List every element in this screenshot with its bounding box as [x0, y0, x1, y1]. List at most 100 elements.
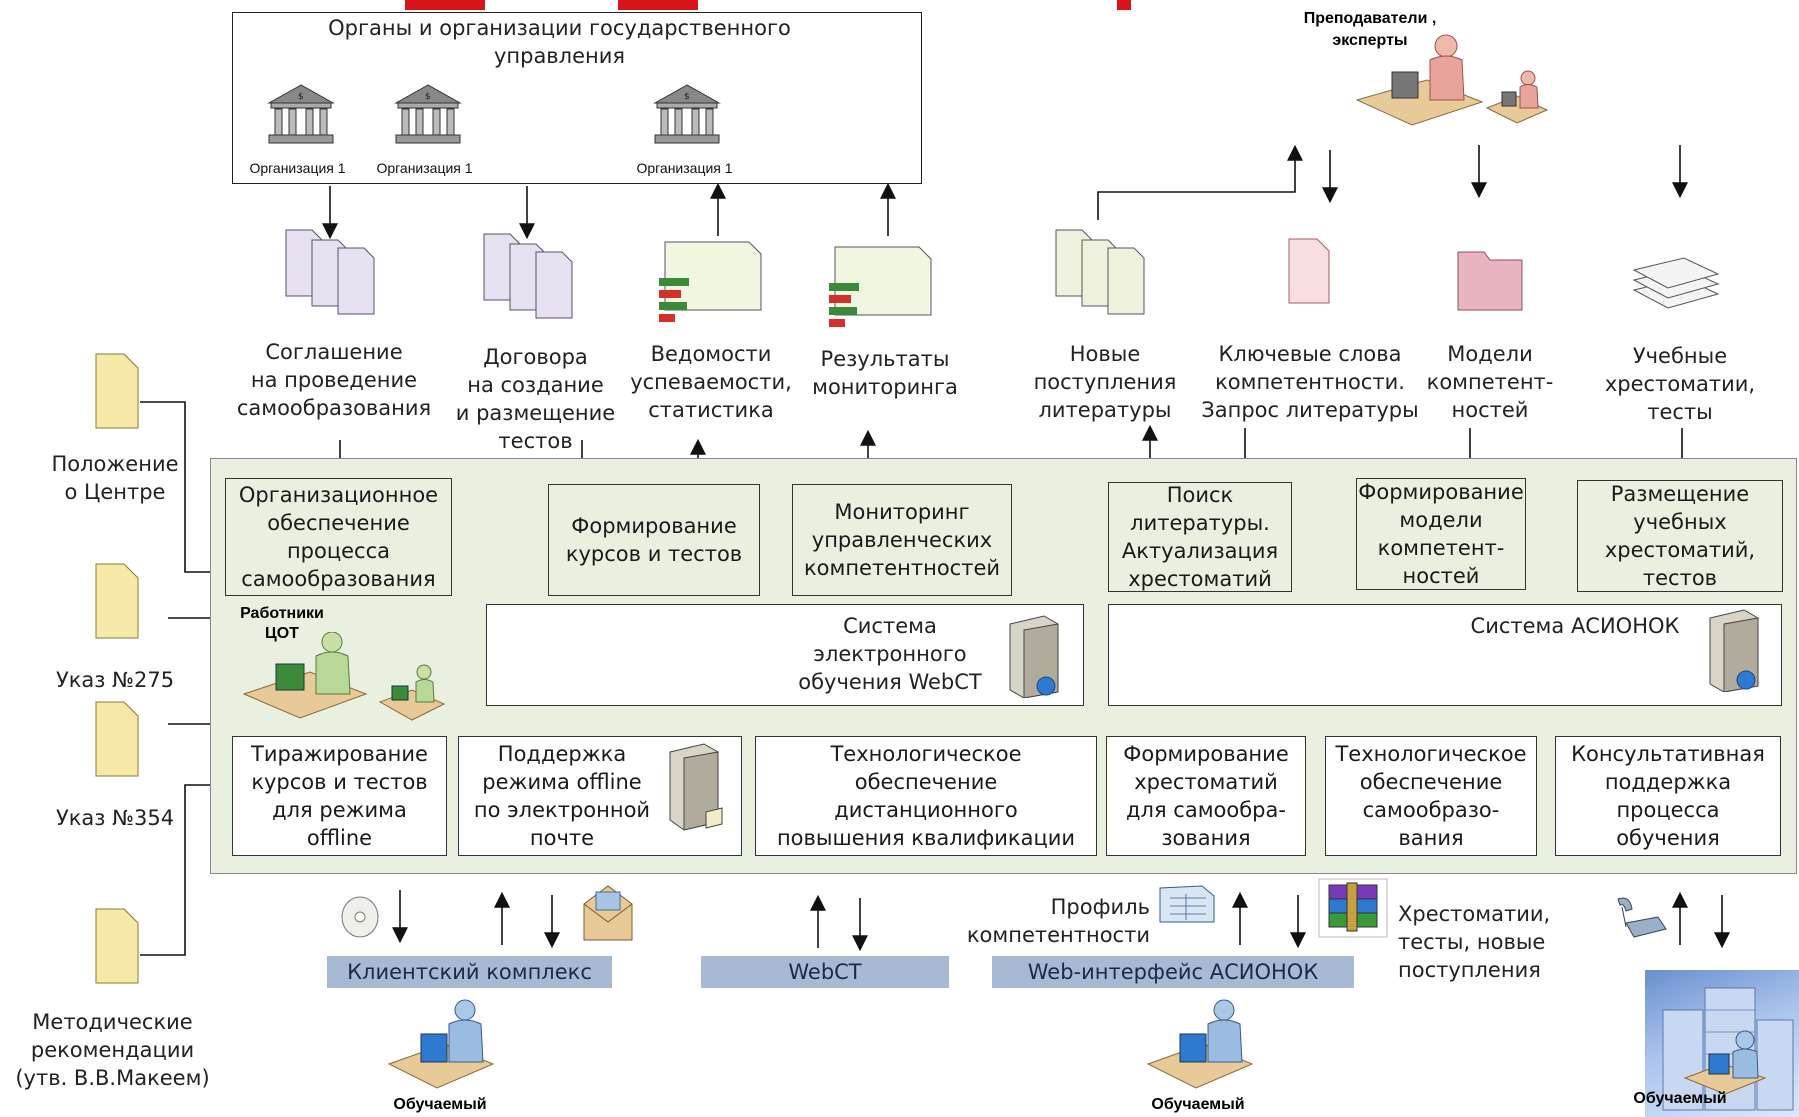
box-line: управленческих [811, 528, 993, 552]
document-icon [95, 353, 139, 429]
box-line: Размещение [1610, 482, 1750, 506]
agreement-line: самообразования [236, 396, 432, 420]
box-line: по электронной [473, 798, 651, 822]
keywords-line: компетентности. [1215, 370, 1405, 394]
statements-label: Ведомости успеваемости, статистика [626, 340, 796, 424]
box-line: режима offline [482, 770, 642, 794]
box-line: Формирование [1123, 742, 1289, 766]
box-line: учебных [1633, 510, 1727, 534]
regulation-label: Положение о Центре [40, 450, 190, 506]
courses-box: Формирование курсов и тестов [548, 484, 760, 596]
system-line: электронного [813, 642, 967, 666]
org-label: Организация 1 [249, 160, 346, 176]
new-literature-line: поступления [1033, 370, 1177, 394]
keywords-line: Ключевые слова [1218, 342, 1402, 366]
web-interface-channel[interactable]: Web-интерфейс АСИОНОК [992, 956, 1354, 988]
papers-stack-icon [1632, 257, 1720, 309]
agreement-label: Соглашение на проведение самообразования [224, 338, 444, 422]
box-line: повышения квалификации [776, 826, 1076, 850]
box-line: зования [1161, 826, 1251, 850]
textbooks-line: Учебные [1632, 344, 1728, 368]
box-line: Консультативная [1571, 742, 1765, 766]
box-line: Формирование [571, 514, 737, 538]
box-line: курсов и тестов [565, 542, 743, 566]
server-icon [1709, 609, 1759, 692]
documents-icon [1055, 229, 1145, 315]
folder-icon [1457, 251, 1523, 311]
webct-channel[interactable]: WebCT [701, 956, 949, 988]
document-icon [95, 701, 139, 777]
new-literature-line: литературы [1038, 398, 1172, 422]
bank-icon: $ [267, 84, 335, 144]
box-line: для режима [272, 798, 407, 822]
box-line: ностей [1402, 564, 1480, 588]
workers-label: Работники ЦОТ [222, 604, 342, 644]
box-line: самообразо- [1362, 798, 1500, 822]
box-line: модели [1399, 508, 1483, 532]
bank-icon: $ [394, 84, 462, 144]
box-line: поддержка [1604, 770, 1732, 794]
learner-icon [387, 999, 495, 1089]
box-line: процесса [286, 539, 391, 563]
box-line: вания [1398, 826, 1464, 850]
org-label: Организация 1 [636, 160, 733, 176]
learner-label: Обучаемый [1151, 1096, 1245, 1113]
box-line: компетент- [1377, 536, 1505, 560]
title-fragment [618, 0, 698, 10]
workers-icon [242, 632, 446, 721]
profile-line: компетентности [966, 923, 1150, 947]
contracts-line: тестов [498, 429, 573, 453]
statements-line: статистика [648, 398, 774, 422]
box-line: хрестоматий [1128, 567, 1272, 591]
box-line: Организационное [238, 483, 439, 507]
webct-system-box [486, 604, 1084, 706]
document-icon [95, 563, 139, 639]
box-line: Поиск [1166, 483, 1234, 507]
box-line: Поддержка [497, 742, 627, 766]
learner-label: Обучаемый [393, 1096, 487, 1113]
tech-self-box: Технологическое обеспечение самообразо-ван… [1325, 736, 1537, 856]
methods-line: (утв. В.В.Макеем) [15, 1066, 210, 1090]
textbooks-line: тесты [1647, 400, 1713, 424]
box-line: компетентностей [803, 556, 1001, 580]
org-label: Организация 1 [376, 160, 473, 176]
box-line: обеспечение [1359, 770, 1503, 794]
contracts-label: Договора на создание и размещение тестов [448, 343, 623, 455]
cd-icon [341, 896, 379, 938]
box-line: почте [529, 826, 595, 850]
box-line: Тиражирование [251, 742, 428, 766]
box-line: курсов и тестов [251, 770, 428, 794]
title-fragment [405, 0, 485, 10]
spreadsheet-icon [1159, 885, 1215, 923]
box-line: для самообра- [1126, 798, 1286, 822]
system-line: Система [843, 614, 937, 638]
box-line: самообразования [241, 567, 436, 591]
teachers-label-line2: эксперты [1332, 32, 1408, 49]
box-line: обеспечение [854, 770, 998, 794]
building-icon [1662, 987, 1794, 1111]
system-line: обучения WebCT [798, 670, 982, 694]
document-icon [95, 908, 139, 984]
contracts-line: на создание [467, 373, 604, 397]
spreadsheet-icon [659, 241, 762, 322]
regulation-line: Положение [51, 452, 179, 476]
documents-icon [483, 233, 573, 319]
title-fragment [1117, 0, 1131, 10]
envelope-icon [583, 885, 633, 941]
box-line: Технологическое [1335, 742, 1527, 766]
chrest-out-line: Хрестоматии, [1398, 902, 1551, 926]
monitoring-label: Результаты мониторинга [800, 345, 970, 401]
regulation-line: о Центре [64, 480, 166, 504]
box-line: Формирование [1358, 480, 1524, 504]
svg-text:$: $ [298, 92, 304, 102]
box-line: тестов [1642, 566, 1718, 590]
decree-354-label: Указ №354 [55, 806, 175, 830]
model-form-box: Формирование модели компетент-ностей [1356, 478, 1526, 590]
svg-text:$: $ [684, 92, 690, 102]
box-line: литературы. [1130, 511, 1270, 535]
client-complex-channel[interactable]: Клиентский комплекс [327, 956, 612, 988]
models-line: Модели [1447, 342, 1533, 366]
